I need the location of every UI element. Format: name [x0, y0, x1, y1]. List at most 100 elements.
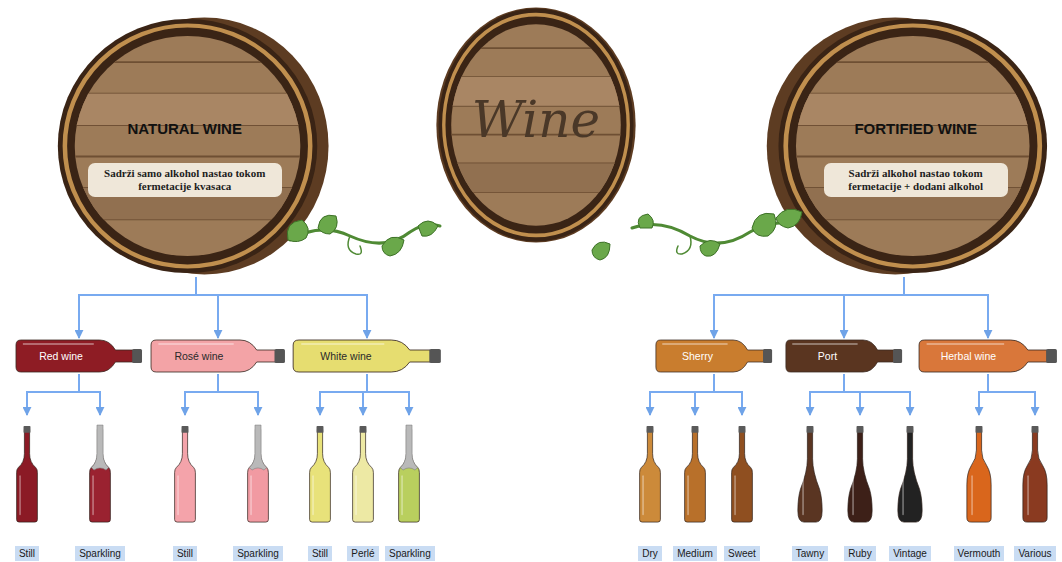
bottle-shape [396, 415, 422, 533]
wine-category-bottle: Rosé wine [150, 338, 286, 374]
leaf [638, 214, 653, 228]
hierarchy-arrow [79, 374, 100, 415]
barrel-heading: NATURAL WINE [72, 120, 298, 137]
label-box: Sweet [721, 543, 763, 561]
bottle-body [1023, 429, 1047, 522]
bottle-cap [317, 426, 324, 433]
barrel-shape [55, 15, 337, 277]
bottle-cap [807, 426, 814, 433]
wine-type-bottle: Dry [630, 415, 670, 561]
bottle-cap [976, 426, 983, 433]
barrel-planks [55, 156, 337, 158]
barrel-planks [430, 48, 642, 192]
barrel-heading: FORTIFIED WINE [799, 120, 1033, 137]
barrel-description: Sadrži alkohol nastao tokom fermetacije … [824, 163, 1008, 197]
bottle-shape [729, 415, 755, 533]
wine-type-bottle: Still [162, 415, 208, 561]
bottle-body [848, 429, 872, 522]
barrel-planks [430, 47, 642, 49]
category-label: Red wine [20, 338, 102, 374]
wine-style-label: Perlé [347, 546, 378, 561]
bottle-cap [132, 349, 142, 363]
vine-tendril [348, 236, 361, 254]
bottle-shape [1022, 415, 1048, 533]
wine-style-label: Still [15, 546, 39, 561]
bottle-body [17, 429, 38, 522]
label-box: Vintage [887, 543, 933, 561]
barrel-node: NATURAL WINESadrži samo alkohol nastao t… [55, 15, 337, 277]
bottle-highlight [19, 476, 21, 514]
wine-style-label: Medium [673, 546, 717, 561]
wine-type-bottle: Ruby [840, 415, 880, 561]
wine-type-bottle: Vintage [887, 415, 933, 561]
wine-style-label: Sparkling [385, 546, 435, 561]
bottle-cap [24, 426, 31, 433]
leaf [382, 237, 404, 256]
bottle-cap [1046, 349, 1057, 363]
vine-left [290, 225, 440, 254]
hierarchy-arrow [844, 374, 910, 415]
bottle-cap [360, 426, 367, 433]
hierarchy-arrow [979, 374, 988, 415]
bottle-shape [797, 415, 823, 533]
vine-stem [290, 225, 440, 243]
bottle-cap [182, 426, 189, 433]
bottle-body [310, 429, 331, 522]
wine-type-bottle: Sparkling [385, 415, 433, 561]
bottle-body [732, 429, 753, 522]
category-label: Sherry [660, 338, 736, 374]
barrel-band: Sadrži alkohol nastao tokom fermetacije … [799, 163, 1033, 197]
bottle-foil [91, 425, 108, 470]
barrel-planks [55, 62, 337, 219]
barrel-node: FORTIFIED WINE Sadrži alkohol nastao toko… [758, 15, 1050, 277]
bottle-cap [739, 426, 746, 433]
leaf [287, 220, 308, 242]
bottle-body [967, 429, 991, 522]
bottle-cap [763, 349, 772, 363]
label-box: Ruby [840, 543, 880, 561]
bottle-foil [249, 425, 266, 470]
wine-style-label: Sparkling [233, 546, 283, 561]
wine-style-label: Still [173, 546, 197, 561]
wine-category-bottle: Sherry [655, 338, 773, 374]
bottle-highlight [177, 476, 179, 514]
bottle-cap [274, 349, 284, 363]
wine-style-label: Still [308, 546, 332, 561]
bottle-shape [307, 415, 333, 533]
label-box: Still [162, 543, 208, 561]
wine-style-label: Ruby [844, 546, 875, 561]
wine-category-bottle: Red wine [15, 338, 143, 374]
bottle-cap [857, 426, 864, 433]
label-box: Still [4, 543, 50, 561]
bottle-shape [350, 415, 376, 533]
bottle-highlight [734, 476, 736, 514]
bottle-highlight [971, 476, 973, 514]
bottle-shape [655, 338, 773, 374]
bottle-body [353, 429, 374, 522]
hierarchy-arrow [367, 374, 409, 415]
bottle-shape [682, 415, 708, 533]
leaf [700, 240, 720, 256]
wine-style-label: Vintage [889, 546, 931, 561]
label-box: Various [1012, 543, 1058, 561]
bottle-cap [692, 426, 699, 433]
bottle-highlight [23, 343, 94, 345]
wine-category-bottle: White wine [292, 338, 442, 374]
bottle-highlight [642, 476, 644, 514]
bottle-shape [87, 415, 113, 533]
bottle-shape [897, 415, 923, 533]
bottle-highlight [802, 476, 804, 514]
bottle-highlight [902, 476, 904, 514]
label-box: Sparkling [385, 543, 433, 561]
label-box: Tawny [788, 543, 832, 561]
label-box: Dry [630, 543, 670, 561]
bottle-body [175, 429, 196, 522]
leaf [776, 209, 802, 228]
bottle-body [685, 429, 706, 522]
bottle-highlight [662, 343, 727, 345]
hierarchy-arrow [79, 277, 196, 338]
bottle-highlight [92, 476, 94, 514]
bottle-shape [785, 338, 903, 374]
bottle-highlight [927, 343, 1005, 345]
